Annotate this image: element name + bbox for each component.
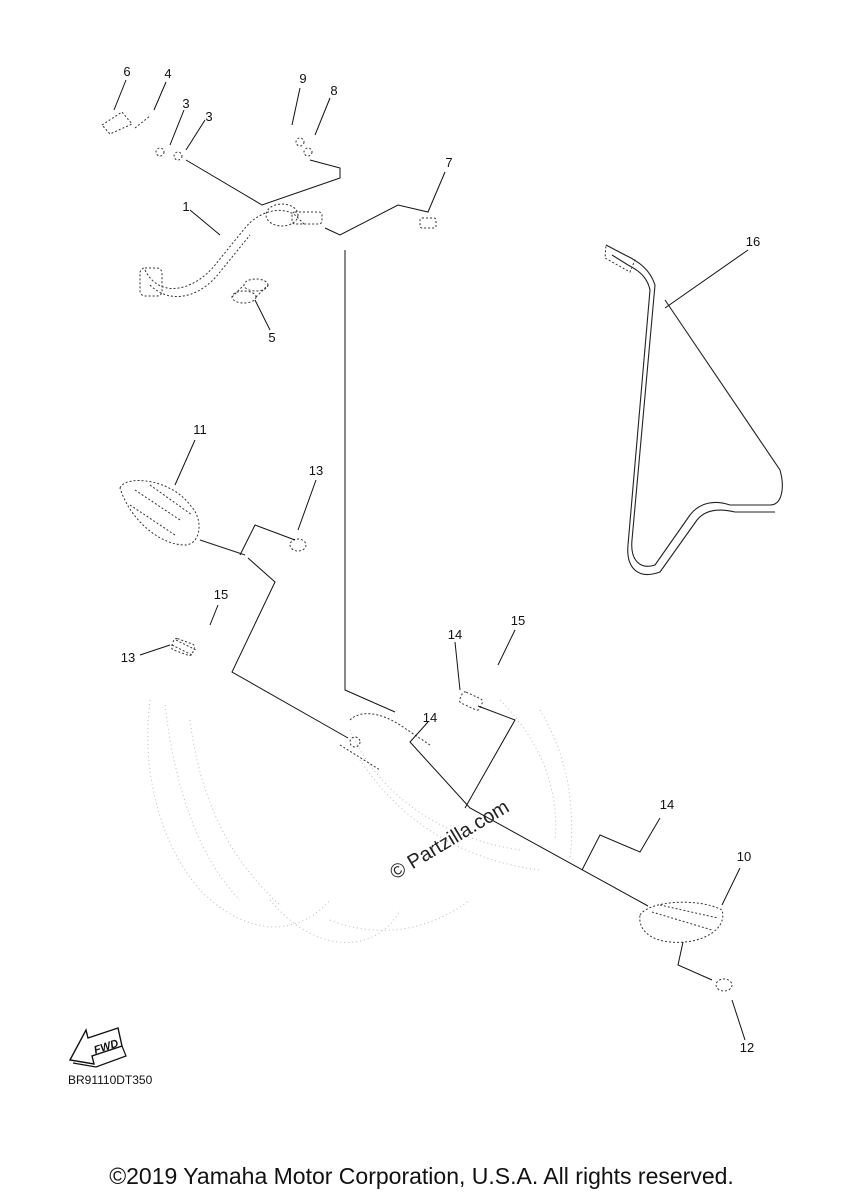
pedal-bolt — [419, 217, 437, 229]
callout-13b: 14 — [448, 627, 462, 642]
callout-16: 16 — [746, 234, 760, 249]
bushing — [231, 278, 269, 304]
callout-14b: 14 — [660, 797, 674, 812]
footrest-spring-right — [458, 691, 484, 711]
footrest-bracket — [339, 713, 431, 771]
diagram-code: BR91110DT350 — [68, 1073, 153, 1087]
callout-10: 11 — [193, 422, 207, 437]
frame-ghost — [147, 699, 573, 943]
callout-3a: 3 — [182, 96, 189, 111]
callout-5: 5 — [268, 330, 275, 345]
connect-line — [344, 250, 396, 713]
brake-pedal — [139, 203, 323, 298]
paddock-stand — [604, 244, 783, 575]
pin — [295, 137, 305, 147]
callout-9: 10 — [737, 849, 751, 864]
callout-2: 6 — [123, 64, 130, 79]
leader-lines — [113, 79, 749, 1041]
callout-13a: 13 — [121, 650, 135, 665]
watermark: © Partzilla.com — [386, 796, 513, 884]
left-footrest — [119, 480, 246, 556]
footrest-spring-left — [170, 637, 197, 657]
footrest-washer — [715, 978, 733, 992]
callout-12: 13 — [309, 463, 323, 478]
clip — [303, 147, 313, 157]
callout-15b: 15 — [511, 613, 525, 628]
footrest-clip — [289, 538, 307, 552]
callout-1: 1 — [182, 199, 189, 214]
callout-3b: 3 — [205, 109, 212, 124]
callout-15a: 15 — [214, 587, 228, 602]
callout-14a: 14 — [423, 710, 437, 725]
right-footrest — [639, 901, 724, 943]
callout-6: 7 — [445, 155, 452, 170]
washer — [155, 147, 165, 157]
fwd-arrow-icon: FWD — [68, 1027, 127, 1068]
callout-4: 4 — [164, 66, 171, 81]
washer — [173, 151, 183, 161]
callout-labels: 6 4 3 3 9 8 7 1 5 16 11 13 15 13 14 15 1… — [121, 64, 760, 1055]
callout-8: 9 — [299, 71, 306, 86]
pedal-tip — [101, 111, 151, 135]
callout-11: 12 — [740, 1040, 754, 1055]
copyright-text: ©2019 Yamaha Motor Corporation, U.S.A. A… — [109, 1163, 734, 1189]
callout-7: 8 — [330, 83, 337, 98]
